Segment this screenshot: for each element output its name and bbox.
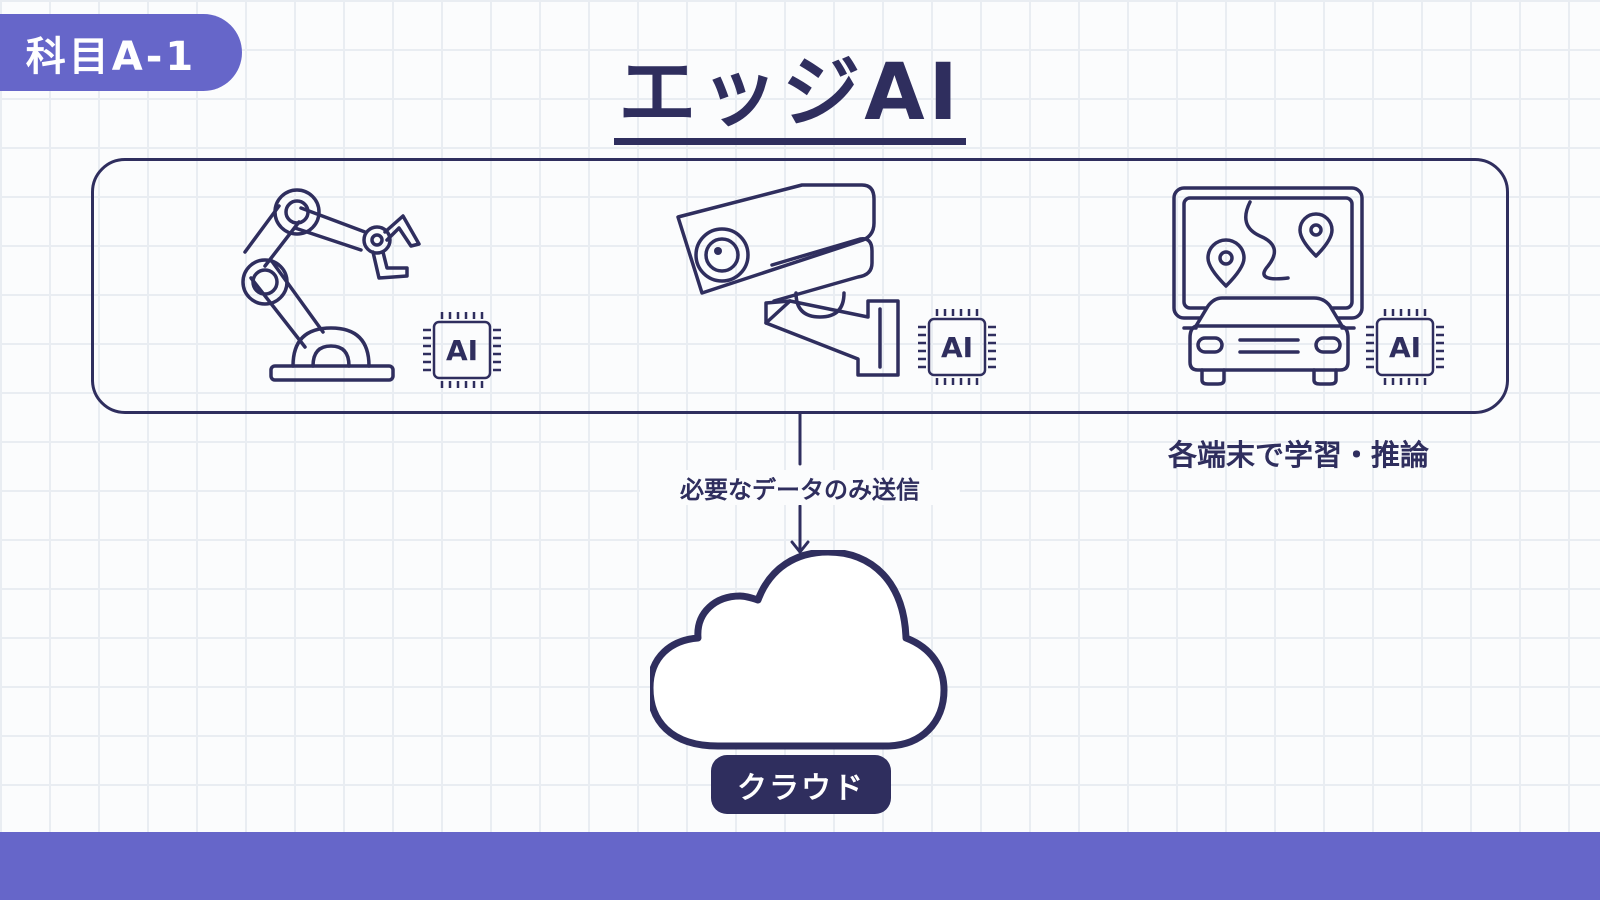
cloud-icon [650,550,948,750]
security-camera-icon [676,183,900,377]
connector-arrow [790,414,810,554]
ai-chip-label: AI [1389,331,1421,364]
device-caption: 各端末で学習・推論 [1168,438,1430,472]
ai-chip-icon: AI [1366,309,1444,385]
edge-devices-panel [91,158,1509,414]
footer-bar [0,832,1600,900]
ai-chip-label: AI [446,334,478,367]
page-title: エッジAI [0,50,1600,145]
car-navigation-icon [1172,186,1364,386]
page-title-text: エッジAI [614,50,966,145]
subject-badge-label: 科目A-1 [25,33,197,80]
ai-chip-icon: AI [918,309,996,385]
subject-badge: 科目A-1 [0,14,242,91]
connector-label: 必要なデータのみ送信 [640,470,960,505]
ai-chip-label: AI [941,331,973,364]
ai-chip-icon: AI [423,312,501,388]
cloud-label: クラウド [711,755,891,814]
robot-arm-icon [241,188,421,382]
